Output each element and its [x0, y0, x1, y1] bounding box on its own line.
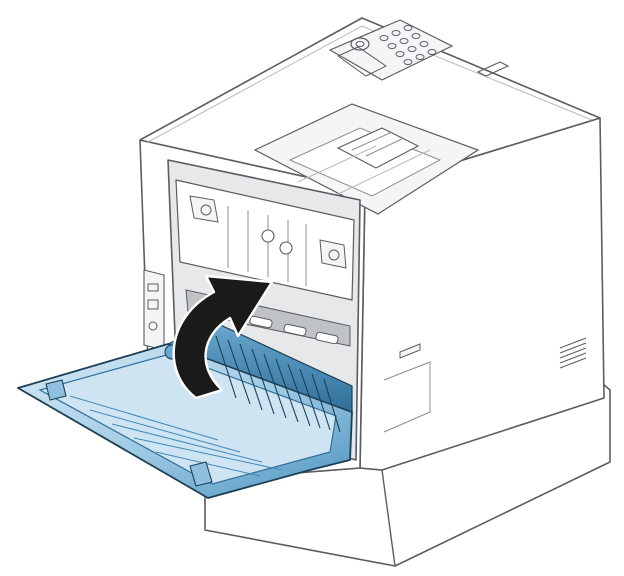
gear-left-icon	[261, 229, 275, 243]
power-button-icon	[350, 37, 370, 51]
paper-stopper	[336, 127, 420, 169]
side-panel-line	[383, 361, 431, 433]
fuser-lever-right	[319, 239, 347, 269]
power-socket-icon	[148, 321, 158, 331]
stopper-ridge-1	[351, 131, 393, 151]
display-slot	[337, 46, 387, 77]
usb-port-slot	[476, 61, 510, 77]
keypad-buttons	[379, 25, 437, 65]
close-direction-arrow-icon	[172, 274, 274, 400]
control-panel-surface	[328, 19, 454, 81]
connector-panel	[143, 269, 165, 351]
top-edge-detail	[147, 25, 593, 143]
power-button-inner	[355, 41, 365, 47]
arrow-shape	[172, 274, 274, 400]
fuser-ribs	[227, 206, 307, 286]
tray-guide-left	[297, 145, 377, 183]
tray-guide-right	[329, 149, 431, 199]
cover-latch-bottom	[189, 461, 213, 487]
usb-port-icon	[147, 283, 159, 292]
rear-connector-panel	[143, 269, 165, 351]
control-panel	[328, 19, 510, 81]
output-tray	[253, 103, 480, 215]
rear-cover-open	[17, 321, 353, 499]
cover-inner-rim	[38, 353, 337, 485]
tray-divider-line	[381, 469, 396, 567]
right-side-vents	[559, 337, 587, 369]
fuser-lever-left	[189, 195, 219, 223]
hinge-ribs	[215, 335, 341, 433]
gear-right-icon	[279, 241, 293, 255]
cover-latch-left	[45, 379, 67, 401]
transfer-rollers	[249, 315, 339, 345]
side-handle-slot	[399, 343, 421, 359]
network-port-icon	[147, 299, 159, 310]
body-top-face	[139, 17, 601, 191]
stopper-ridge-2	[365, 137, 405, 157]
cover-surface-ribs	[69, 395, 283, 477]
